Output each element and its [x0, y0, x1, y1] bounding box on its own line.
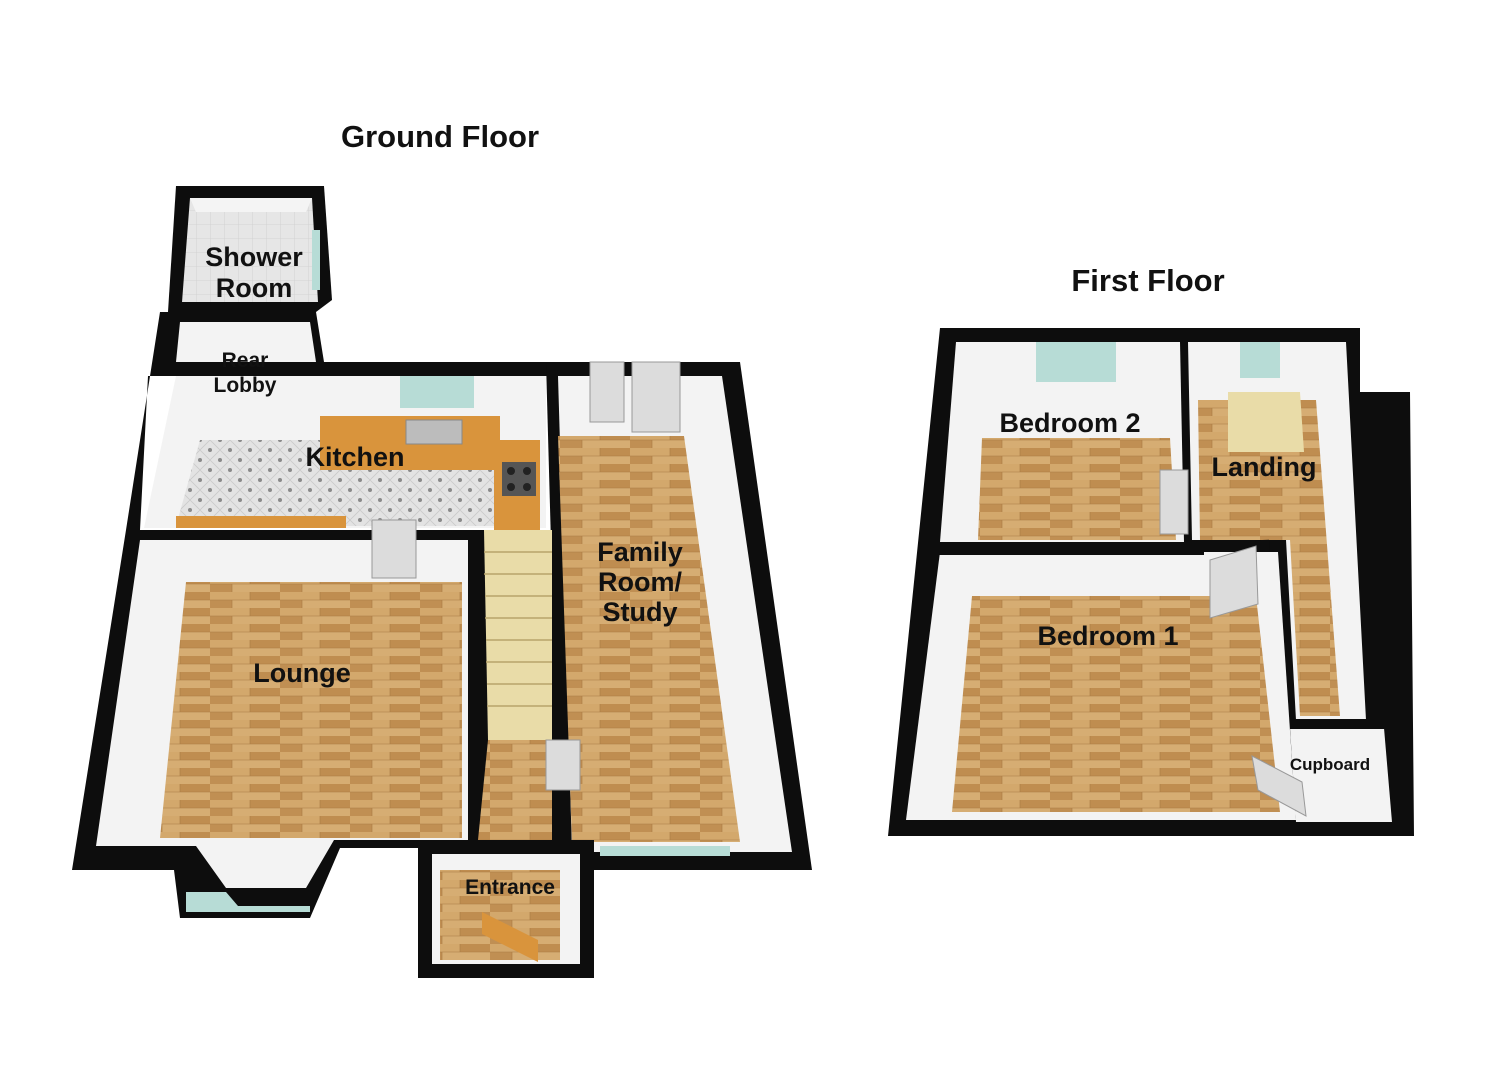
room-label-cupboard: Cupboard — [1290, 755, 1370, 774]
bedroom-2-floor — [978, 438, 1176, 540]
staircase — [484, 530, 552, 740]
shower-window — [312, 230, 320, 290]
kitchen-window — [400, 376, 474, 408]
rear-lobby-floor — [176, 322, 316, 362]
room-label-lounge: Lounge — [253, 658, 350, 688]
hob-icon — [502, 462, 536, 496]
lounge-door — [371, 519, 417, 579]
cupboard-door — [1251, 755, 1307, 817]
first-floor: First Floor — [888, 263, 1414, 836]
french-door-left — [589, 361, 625, 423]
hall-door — [545, 739, 581, 791]
bay-window — [186, 892, 310, 912]
french-door-right — [631, 361, 681, 433]
family-room-floor — [558, 436, 740, 842]
landing-stairs — [1228, 392, 1304, 452]
first-floor-title: First Floor — [1071, 263, 1224, 298]
room-label-bedroom-2: Bedroom 2 — [999, 408, 1140, 438]
cupboard-walls — [1290, 728, 1392, 822]
lounge-floor — [160, 582, 462, 838]
bedroom-1-door — [1209, 545, 1259, 619]
landing-window — [1240, 342, 1280, 378]
room-label-kitchen: Kitchen — [305, 442, 404, 472]
front-door — [482, 912, 538, 962]
room-label-entrance: Entrance — [465, 876, 555, 899]
room-label-bedroom-1: Bedroom 1 — [1037, 621, 1178, 651]
bedroom-2-window — [1036, 342, 1116, 382]
ground-floor: Ground Floor — [72, 119, 812, 978]
shower-room-floor — [182, 198, 318, 302]
family-room-window — [600, 846, 730, 856]
bedroom-1-floor — [952, 596, 1280, 812]
room-label-landing: Landing — [1212, 452, 1317, 482]
hall-floor — [478, 740, 552, 840]
sink-icon — [405, 419, 463, 445]
ground-floor-title: Ground Floor — [341, 119, 539, 154]
landing-floor — [1198, 400, 1340, 716]
bedroom-2-door — [1159, 469, 1189, 535]
